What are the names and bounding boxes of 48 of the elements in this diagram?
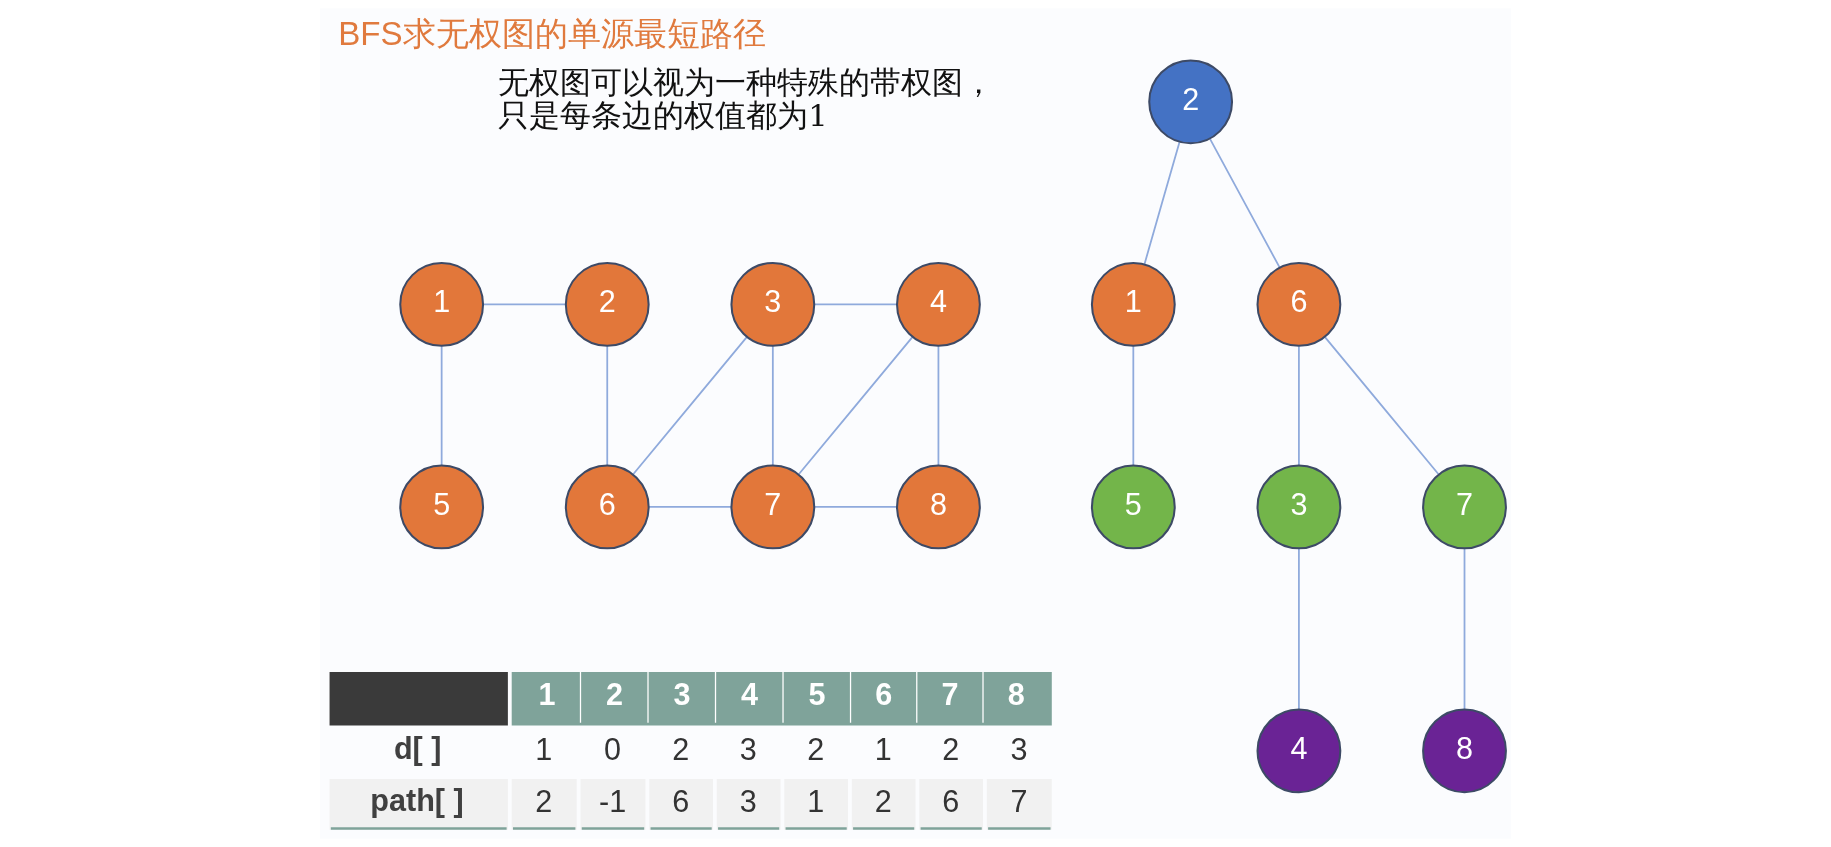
label: 无权图可以视为一种特殊的带权图，只是每条边的权值都为1 [498,65,995,134]
label: 1 [535,732,553,767]
node-circle: 3 [1256,464,1342,550]
label: 2 [874,784,892,819]
label: 3 [1010,732,1028,767]
node-circle: 2 [564,262,650,347]
node-circle: 4 [896,262,981,347]
node-circle: 4 [1256,708,1342,794]
node-circle: 5 [399,464,485,550]
connector [632,336,748,476]
label: 2 [672,732,690,767]
label: 3 [739,732,757,767]
label: -1 [598,784,627,819]
node-circle: 7 [730,464,816,550]
node-circle: 2 [1148,59,1234,145]
connector [1323,336,1440,476]
label: 1 [538,677,556,712]
node-circle: 6 [564,464,650,550]
label: 6 [875,677,893,712]
label: 4 [740,677,758,712]
label: 0 [604,732,622,767]
node-circle: 3 [730,262,816,347]
label: 7 [1010,784,1028,819]
diagram-title: BFS求无权图的单源最短路径 [338,14,766,52]
label: 6 [672,784,690,819]
label: 3 [739,784,757,819]
label: 5 [808,677,826,712]
node-circle: 6 [1256,262,1342,347]
label: 3 [673,677,691,712]
label: 2 [535,784,553,819]
label: d[ ] [393,730,442,765]
node-circle: 5 [1090,464,1176,550]
label: 2 [807,732,825,767]
label: 6 [942,784,960,819]
label: 1 [874,732,892,767]
label: path[ ] [370,782,464,817]
label: 8 [1007,677,1025,712]
connector [797,336,914,476]
label: 2 [605,677,623,712]
node-circle: 8 [896,464,981,550]
node-circle: 1 [399,262,485,347]
node-circle: 7 [1422,464,1507,550]
label: 1 [807,784,825,819]
label: 2 [942,732,960,767]
node-circle: 8 [1422,708,1507,794]
connector [1209,138,1281,269]
node-circle: 1 [1090,262,1176,347]
label: 7 [941,677,959,712]
